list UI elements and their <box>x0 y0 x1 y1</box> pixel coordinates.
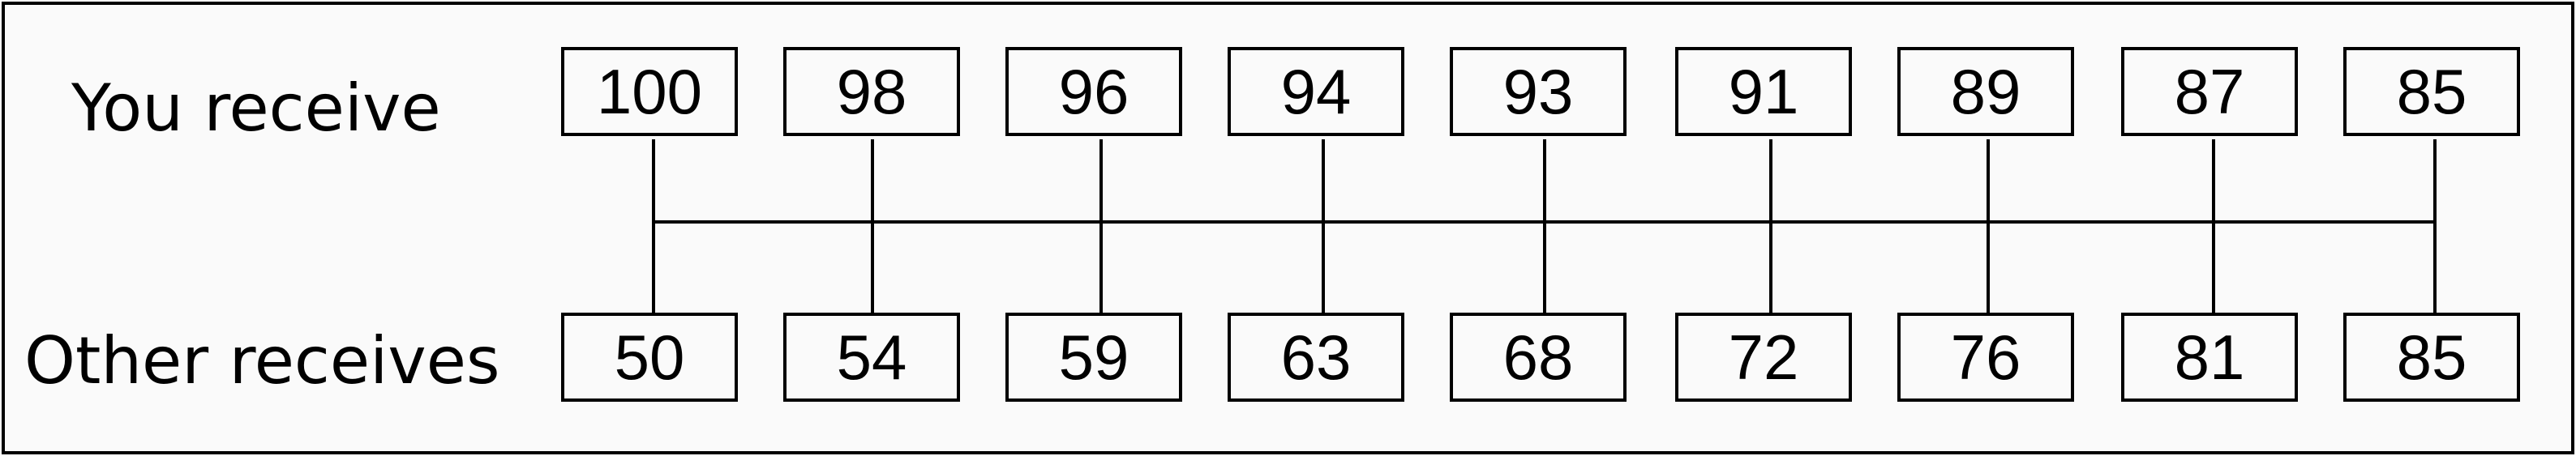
other-receives-box-9[interactable]: 85 <box>2343 313 2520 402</box>
other-receives-box-2[interactable]: 54 <box>783 313 960 402</box>
you-receive-box-4[interactable]: 94 <box>1228 47 1404 136</box>
you-receive-box-7[interactable]: 89 <box>1897 47 2074 136</box>
other-receives-box-1[interactable]: 50 <box>561 313 738 402</box>
other-receives-box-4[interactable]: 63 <box>1228 313 1404 402</box>
other-receives-box-3[interactable]: 59 <box>1005 313 1182 402</box>
other-receives-box-6[interactable]: 72 <box>1675 313 1852 402</box>
you-receive-box-6[interactable]: 91 <box>1675 47 1852 136</box>
you-receive-box-1[interactable]: 100 <box>561 47 738 136</box>
other-receives-box-8[interactable]: 81 <box>2121 313 2298 402</box>
other-receives-box-5[interactable]: 68 <box>1450 313 1627 402</box>
you-receive-label: You receive <box>71 70 441 146</box>
other-receives-label: Other receives <box>24 323 500 398</box>
you-receive-box-8[interactable]: 87 <box>2121 47 2298 136</box>
you-receive-box-5[interactable]: 93 <box>1450 47 1627 136</box>
you-receive-box-9[interactable]: 85 <box>2343 47 2520 136</box>
other-receives-box-7[interactable]: 76 <box>1897 313 2074 402</box>
you-receive-box-3[interactable]: 96 <box>1005 47 1182 136</box>
you-receive-box-2[interactable]: 98 <box>783 47 960 136</box>
